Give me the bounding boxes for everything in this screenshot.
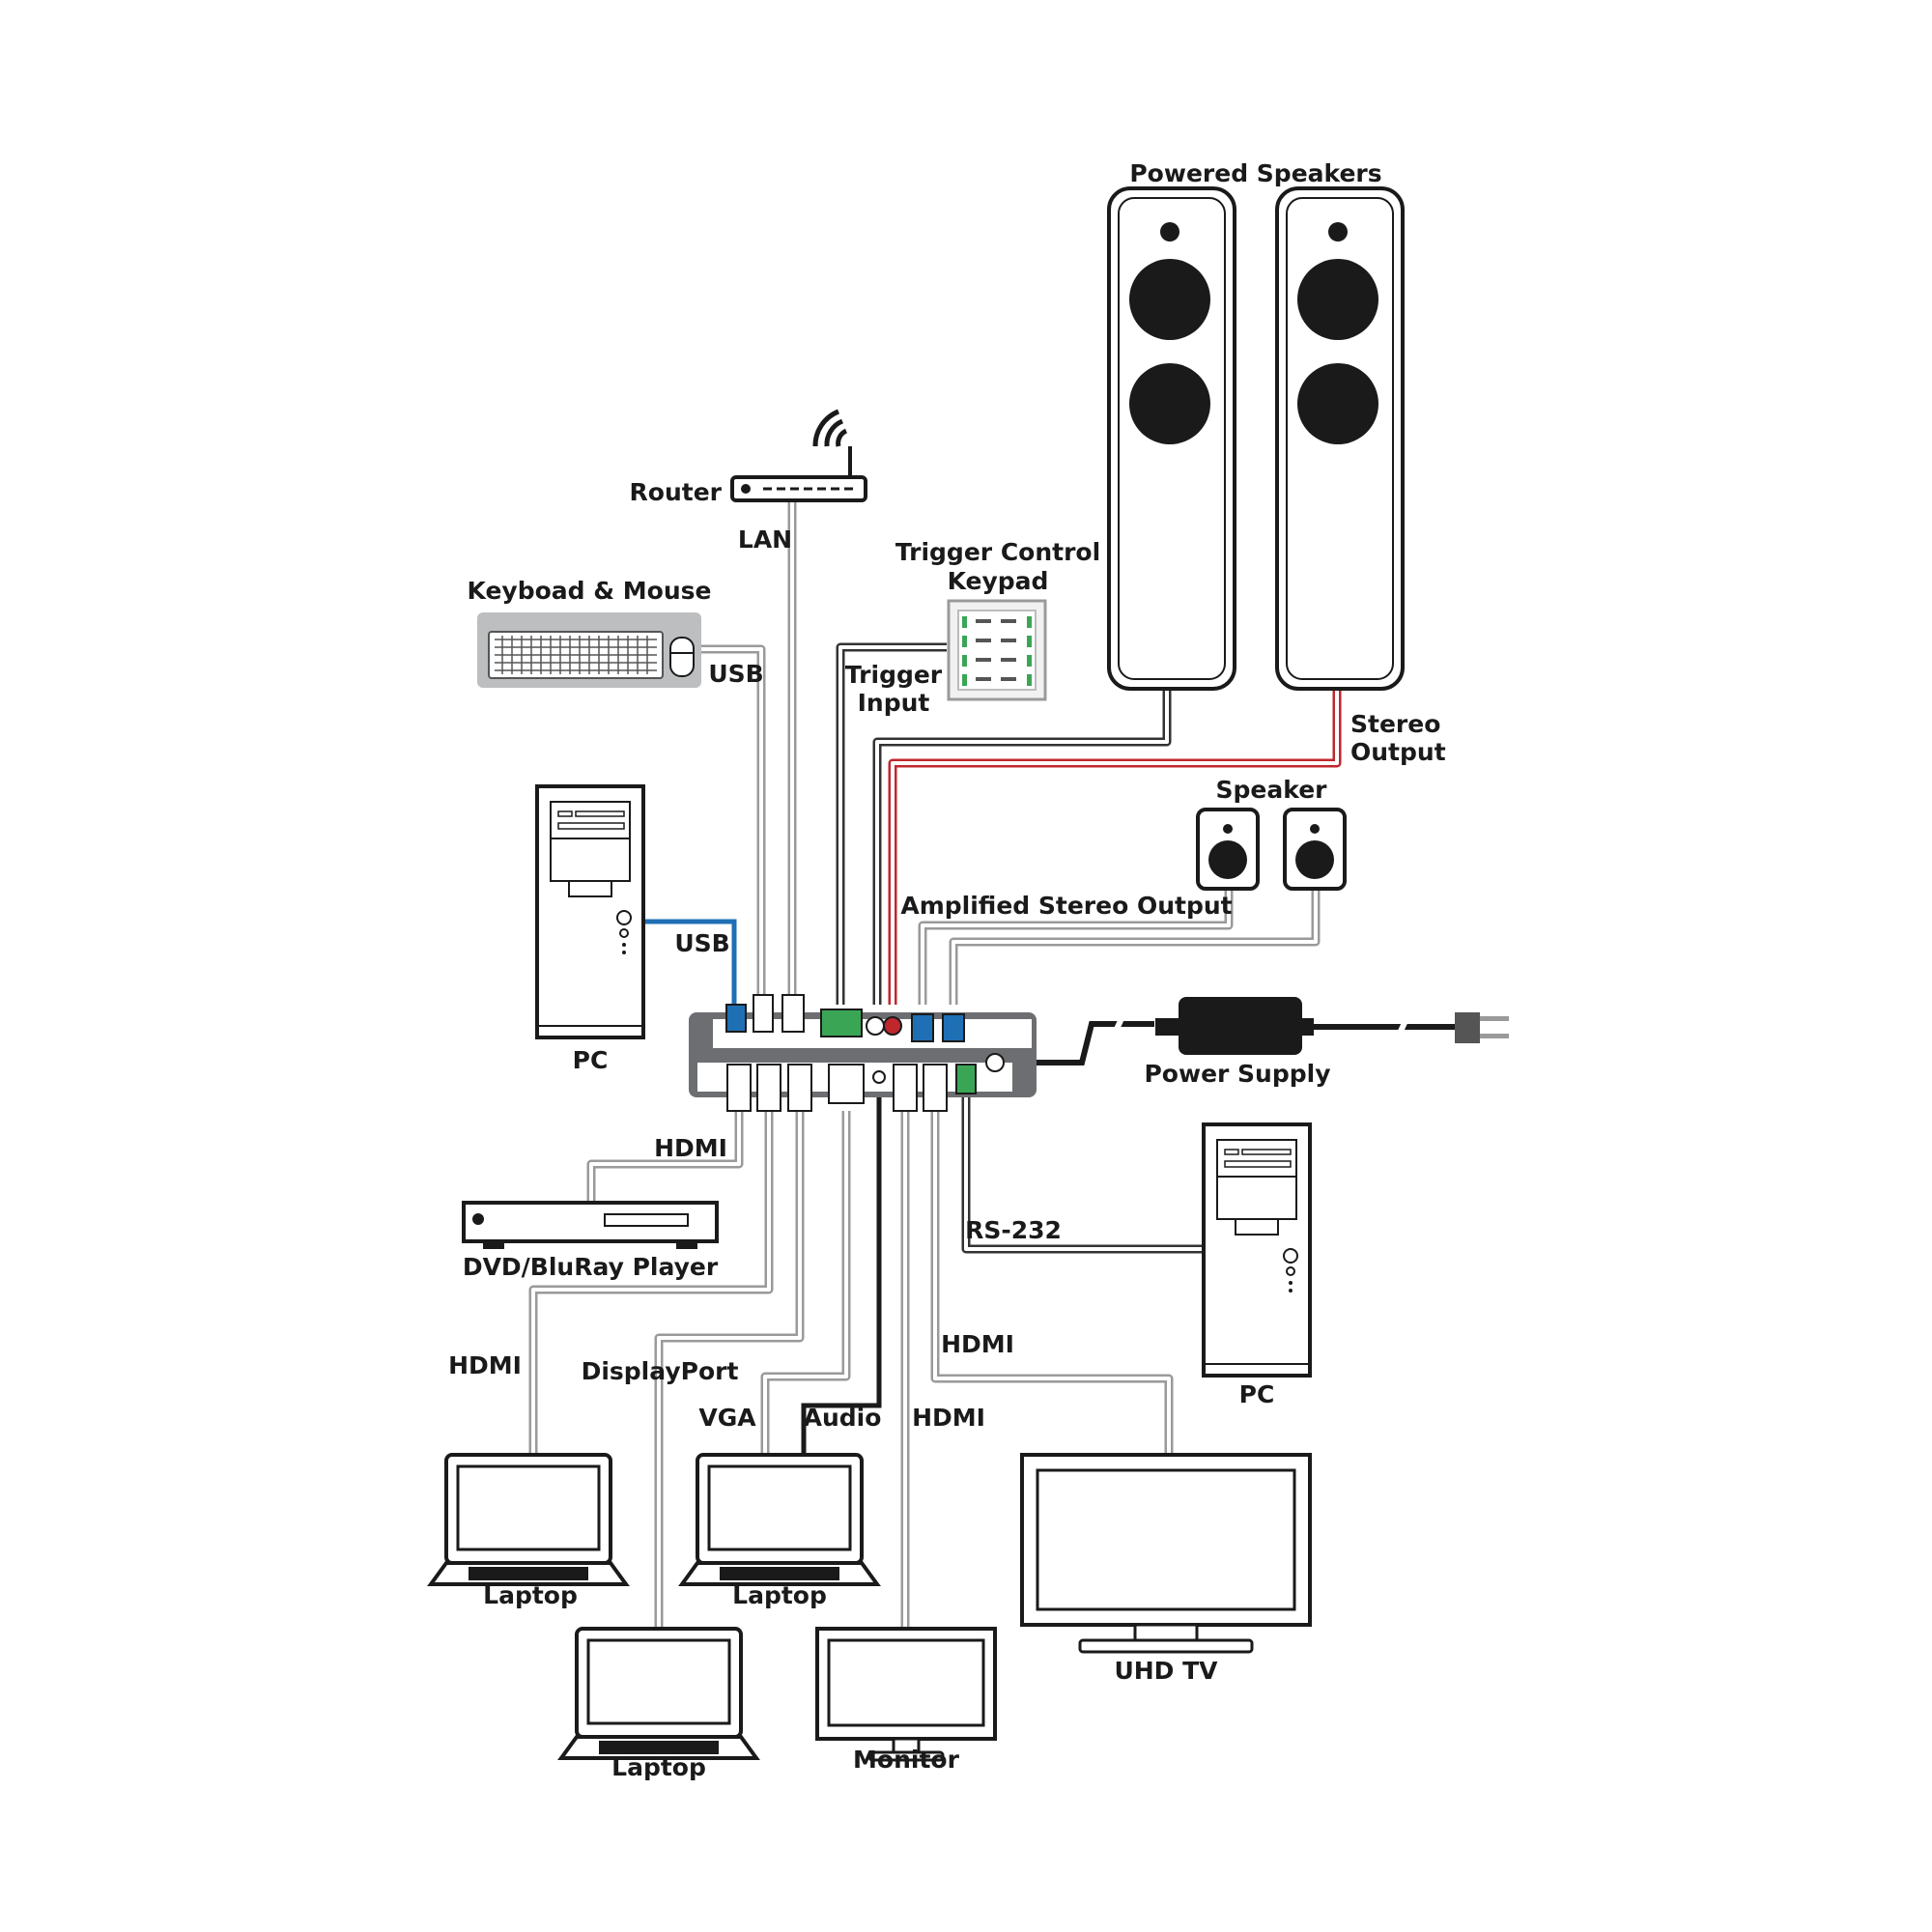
wifi-icon	[812, 409, 848, 447]
pc-tower-right	[1202, 1122, 1312, 1378]
label-pc-left: PC	[573, 1046, 609, 1074]
trigger-terminal	[820, 1009, 863, 1037]
powered-speaker-left	[1107, 186, 1236, 691]
laptop-3	[557, 1627, 760, 1760]
label-hdmi-tv: HDMI	[941, 1330, 1014, 1358]
plug-icon	[1455, 1012, 1509, 1043]
pc-tower-left	[535, 784, 645, 1039]
stereo-output-cable-red	[888, 688, 1342, 1005]
trigger-keypad	[947, 599, 1047, 701]
hdmi-out-2	[923, 1064, 948, 1112]
labels: Powered Speakers Router LAN Trigger Cont…	[448, 159, 1446, 1781]
audio-in	[872, 1070, 886, 1084]
laptop-1	[427, 1453, 630, 1586]
laptop-2	[678, 1453, 881, 1586]
vga-cable	[760, 1111, 851, 1455]
label-displayport: DisplayPort	[582, 1357, 739, 1385]
speaker-icon	[1208, 840, 1247, 879]
rs232-cable	[961, 1096, 1208, 1254]
label-powered-speakers: Powered Speakers	[1129, 159, 1381, 187]
label-uhd-tv: UHD TV	[1114, 1657, 1218, 1685]
amp-out-1	[911, 1013, 934, 1042]
cables	[528, 491, 1459, 1629]
label-vga: VGA	[698, 1404, 756, 1432]
amp-out-2	[942, 1013, 965, 1042]
speaker-icon	[1160, 222, 1179, 242]
hdmi-in-1	[726, 1064, 752, 1112]
rs232-terminal	[955, 1064, 977, 1094]
displayport-cable	[654, 1111, 805, 1629]
audio-cable	[801, 1092, 882, 1455]
hdmi-dvd-cable	[586, 1111, 744, 1201]
label-keyboard-mouse: Keyboad & Mouse	[468, 577, 712, 605]
amplified-cable-2	[949, 889, 1321, 1005]
uhd-tv	[1020, 1453, 1312, 1654]
label-hdmi-laptop1: HDMI	[448, 1351, 522, 1379]
vga-in	[828, 1064, 865, 1104]
cable-break-2	[1393, 1009, 1413, 1043]
label-trigger-keypad-2: Keypad	[948, 567, 1049, 595]
label-lan: LAN	[738, 526, 792, 554]
label-stereo-output-1: Stereo	[1350, 710, 1440, 738]
label-pc-right: PC	[1239, 1380, 1275, 1408]
label-laptop-3: Laptop	[611, 1753, 706, 1781]
speaker-left	[1196, 808, 1260, 891]
label-trigger-keypad-1: Trigger Control	[895, 538, 1100, 566]
label-audio: Audio	[804, 1404, 882, 1432]
powered-speaker-right	[1275, 186, 1405, 691]
label-router: Router	[630, 478, 723, 506]
label-hdmi-dvd: HDMI	[654, 1134, 727, 1162]
trigger-cable	[836, 642, 947, 1005]
switcher-unit	[689, 994, 1037, 1112]
mouse-icon	[669, 637, 695, 677]
power-adapter-icon	[1179, 997, 1302, 1055]
speaker-right	[1283, 808, 1347, 891]
hdmi-in-2	[756, 1064, 781, 1112]
power-cable-dc	[993, 1021, 1154, 1065]
hdmi-laptop1-cable	[528, 1111, 774, 1455]
usb-pc-cable	[642, 919, 737, 1007]
label-dvd-player: DVD/BluRay Player	[463, 1253, 719, 1281]
label-laptop-2: Laptop	[732, 1581, 827, 1609]
cable-break-1	[1108, 1009, 1128, 1043]
label-trigger-input-1: Trigger	[845, 661, 943, 689]
hdmi-tv-cable	[930, 1111, 1174, 1455]
usb-keyboard-cable	[697, 644, 766, 995]
dvd-player	[462, 1201, 719, 1249]
label-usb-keyboard: USB	[708, 660, 763, 688]
label-usb-pc: USB	[674, 929, 729, 957]
label-hdmi-monitor: HDMI	[912, 1404, 985, 1432]
audio-out-white	[866, 1016, 885, 1036]
label-rs232: RS-232	[965, 1216, 1062, 1244]
dc-in-port	[985, 1053, 1005, 1072]
router	[730, 409, 867, 502]
usb-device-port	[725, 1004, 747, 1033]
lan-port	[781, 994, 805, 1033]
usb-host-port	[753, 994, 774, 1033]
speaker-icon	[1328, 222, 1348, 242]
label-stereo-output-2: Output	[1350, 738, 1446, 766]
audio-out-red	[883, 1016, 902, 1036]
hdmi-out-1	[893, 1064, 918, 1112]
label-power-supply: Power Supply	[1144, 1060, 1330, 1088]
power-supply	[1155, 997, 1509, 1055]
displayport-in	[787, 1064, 812, 1112]
label-trigger-input-2: Input	[858, 689, 930, 717]
label-speaker: Speaker	[1216, 776, 1328, 804]
label-laptop-1: Laptop	[483, 1581, 578, 1609]
label-amplified-stereo-output: Amplified Stereo Output	[900, 892, 1232, 920]
amplified-cable-1	[918, 889, 1234, 1005]
stereo-output-cable-black	[872, 688, 1172, 1005]
speaker-icon	[1295, 840, 1334, 879]
label-monitor: Monitor	[853, 1746, 960, 1774]
keyboard-mouse	[477, 612, 701, 688]
monitor	[815, 1627, 997, 1762]
